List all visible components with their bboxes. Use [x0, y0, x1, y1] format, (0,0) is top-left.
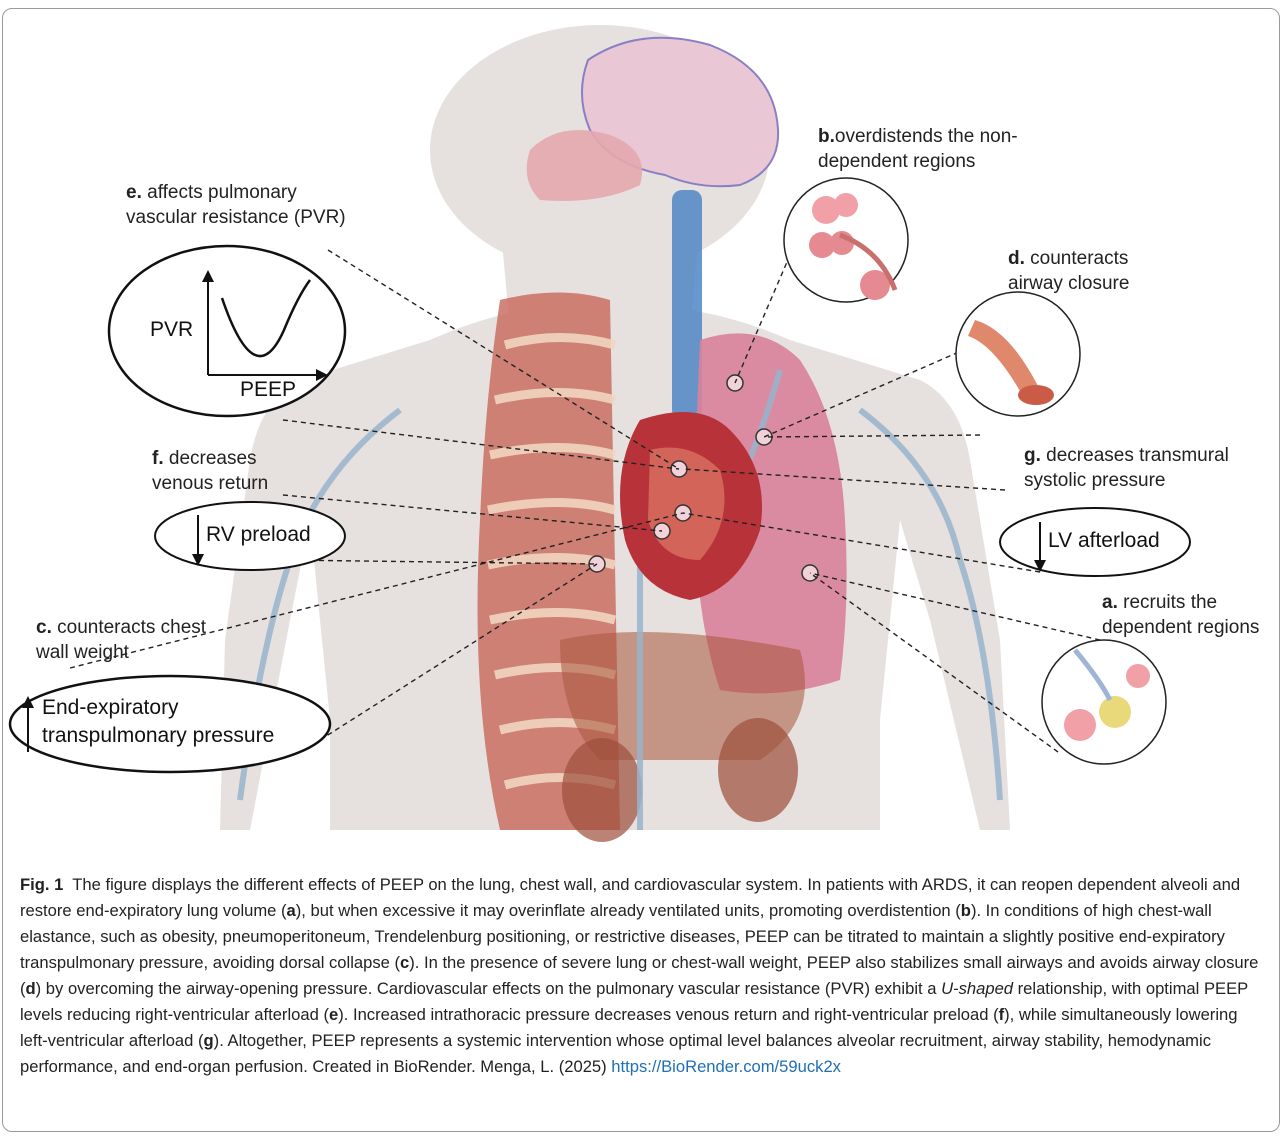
inset-airway	[956, 292, 1080, 416]
label-d: d. counteracts airway closure	[1008, 246, 1129, 296]
rv-preload-text: RV preload	[206, 523, 311, 547]
pvr-oval	[109, 246, 345, 416]
label-b: b.overdistends the non- dependent region…	[818, 124, 1018, 174]
kidney-left	[562, 738, 642, 842]
label-f: f. decreases venous return	[152, 446, 268, 496]
figure-caption: Fig. 1 The figure displays the different…	[20, 872, 1260, 1080]
label-c: c. counteracts chest wall weight	[36, 615, 206, 665]
biorender-link[interactable]: https://BioRender.com/59uck2x	[611, 1057, 841, 1076]
inset-overdistension	[784, 178, 908, 302]
inset-recruitment	[1042, 640, 1166, 764]
figure-number: Fig. 1	[20, 875, 63, 894]
lv-afterload-text: LV afterload	[1048, 529, 1160, 553]
label-e: e. affects pulmonary vascular resistance…	[126, 180, 346, 230]
peep-axis-label: PEEP	[240, 378, 296, 402]
trachea	[672, 190, 702, 420]
pvr-axis-label: PVR	[150, 318, 193, 342]
label-g: g. decreases transmural systolic pressur…	[1024, 443, 1229, 493]
kidney-right	[718, 718, 798, 822]
label-a: a. recruits the dependent regions	[1102, 590, 1259, 640]
